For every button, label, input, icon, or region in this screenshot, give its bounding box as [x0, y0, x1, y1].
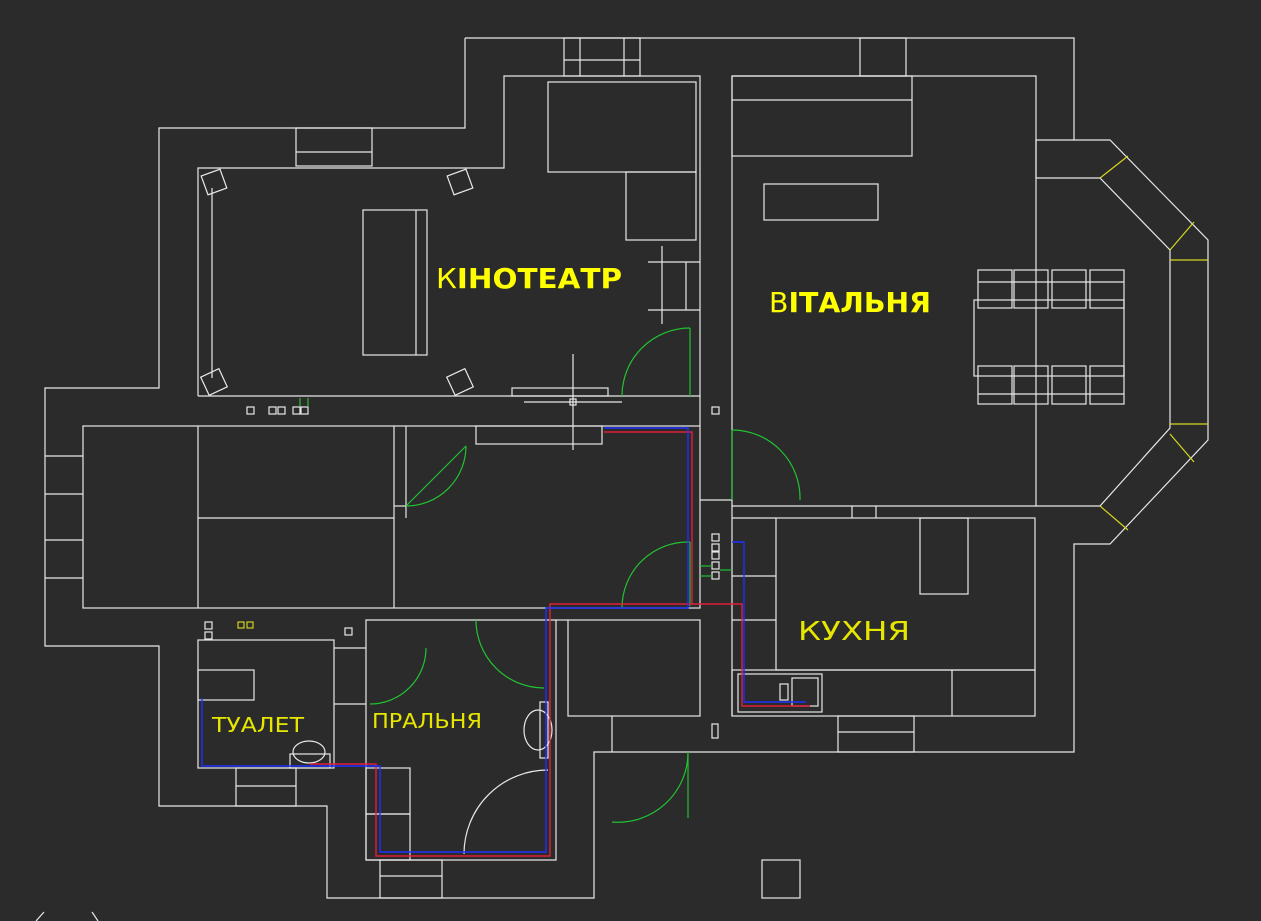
- label-toilet: ТУАЛЕТ: [211, 713, 305, 737]
- interior-walls: [82, 75, 1125, 861]
- crosshair-cursor-icon: [524, 354, 622, 450]
- label-cinema: КІНОТЕАТР: [436, 262, 622, 295]
- label-cinema-prefix: К: [436, 262, 457, 295]
- label-living-rest: ІТАЛЬНЯ: [788, 286, 931, 319]
- pipes: [201, 427, 810, 857]
- door-swings: [369, 327, 801, 855]
- label-living: ВІТАЛЬНЯ: [769, 286, 931, 319]
- bay-window: [1035, 139, 1208, 531]
- label-laundry: ПРАЛЬНЯ: [372, 709, 482, 733]
- exterior-walls: [44, 37, 1209, 899]
- label-kitchen: КУХНЯ: [798, 617, 910, 647]
- room-labels: КІНОТЕАТР ВІТАЛЬНЯ КУХНЯ ТУАЛЕТ ПРАЛЬНЯ: [211, 262, 931, 737]
- ucs-axis-icon: [35, 911, 99, 921]
- label-cinema-rest: ІНОТЕАТР: [457, 262, 622, 295]
- sockets: [204, 398, 732, 640]
- label-living-prefix: В: [769, 286, 788, 319]
